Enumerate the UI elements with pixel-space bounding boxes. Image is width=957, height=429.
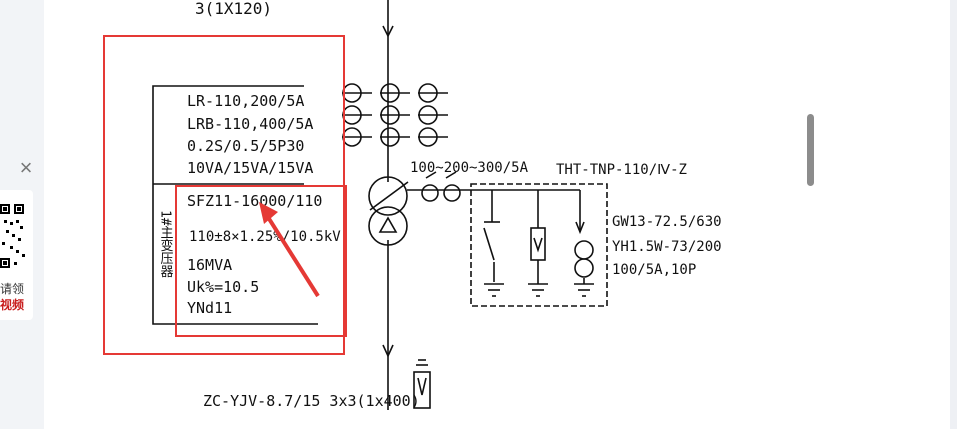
highlight-outer-box (103, 35, 345, 355)
transformer-winding-2 (368, 206, 408, 246)
window-edge (950, 0, 957, 429)
ct-spec-1: LR-110,200/5A (187, 92, 304, 110)
neutral-equipment-label: THT-TNP-110/Ⅳ-Z (556, 162, 687, 178)
qr-caption-1: 请领 (0, 282, 25, 296)
close-icon[interactable]: × (19, 155, 33, 180)
transformer-spec-2: 110±8×1.25%/10.5kV (189, 229, 341, 245)
qr-caption-2: 视频 (0, 298, 25, 312)
transformer-spec-3: 16MVA (187, 256, 232, 274)
ct-ratio-label: 100~200~300/5A (410, 160, 529, 176)
neutral-spec-2: YH1.5W-73/200 (612, 239, 722, 255)
annotation-arrow (264, 212, 320, 298)
neutral-spec-1: GW13-72.5/630 (612, 214, 722, 230)
top-cable-label: 3(1X120) (195, 0, 272, 18)
ct-spec-4: 10VA/15VA/15VA (187, 159, 313, 177)
transformer-winding-1 (368, 176, 408, 216)
neutral-spec-3: 100/5A,10P (612, 262, 696, 278)
ct-spec-3: 0.2S/0.5/5P30 (187, 137, 304, 155)
neutral-cabinet (470, 183, 608, 307)
bottom-cable-label: ZC-YJV-8.7/15 3x3(1x400) (203, 392, 420, 410)
electrical-diagram: 3(1X120) (103, 0, 722, 410)
transformer-spec-5: YNd11 (187, 299, 232, 317)
qr-widget[interactable]: 请领 视频 (0, 190, 33, 320)
transformer-spec-4: Uk%=10.5 (187, 278, 259, 296)
ct-spec-2: LRB-110,400/5A (187, 115, 313, 133)
highlight-inner-box (175, 185, 347, 337)
qr-code (0, 202, 26, 276)
document-page: 3(1X120) (44, 0, 814, 429)
vertical-label: 1#主变压器 (158, 210, 174, 279)
ct-symbols (342, 83, 448, 147)
scrollbar-thumb[interactable] (807, 114, 814, 186)
scrollbar-track[interactable] (814, 0, 950, 429)
transformer-spec-1: SFZ11-16000/110 (187, 192, 322, 210)
